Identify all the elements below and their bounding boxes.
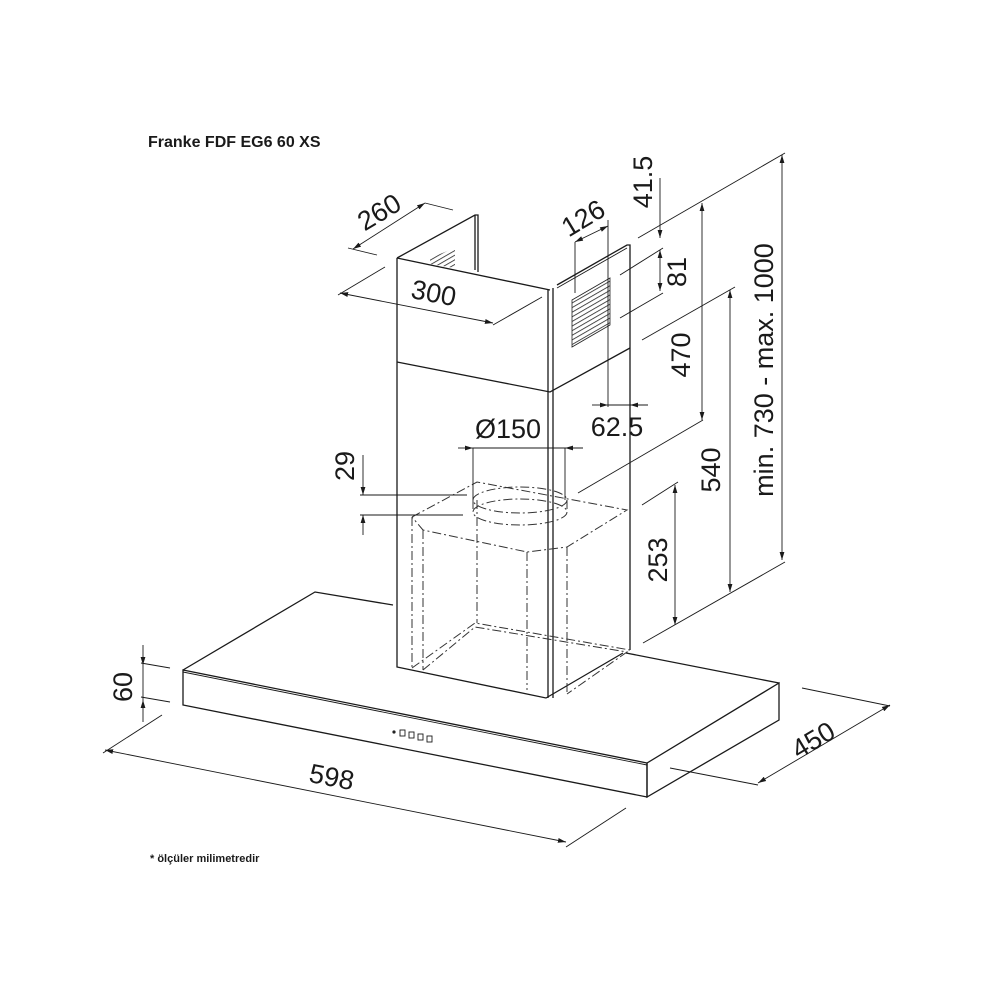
- dim-81: 81: [662, 257, 692, 287]
- dim-126: 126: [556, 194, 610, 243]
- dim-chimney-range: min. 730 - max. 1000: [749, 243, 779, 497]
- dim-29: 29: [330, 451, 360, 481]
- dim-253: 253: [643, 537, 673, 582]
- dim-60: 60: [108, 672, 138, 702]
- dim-598: 598: [307, 758, 357, 796]
- chimney: [396, 214, 631, 699]
- dim-260: 260: [352, 188, 406, 237]
- dim-450: 450: [786, 716, 840, 765]
- dim-o150: Ø150: [475, 414, 541, 444]
- dim-300: 300: [409, 274, 459, 312]
- dim-41-5: 41.5: [628, 156, 658, 209]
- rear-grille: [430, 248, 455, 268]
- dim-470: 470: [666, 332, 696, 377]
- dim-540: 540: [696, 447, 726, 492]
- side-grille: [571, 277, 611, 348]
- control-buttons: [392, 729, 433, 743]
- units-note: * ölçüler milimetredir: [150, 853, 260, 865]
- product-title: Franke FDF EG6 60 XS: [148, 134, 321, 151]
- dim-62-5: 62.5: [591, 412, 644, 442]
- dimension-lines: [102, 152, 891, 848]
- canopy: [182, 591, 780, 799]
